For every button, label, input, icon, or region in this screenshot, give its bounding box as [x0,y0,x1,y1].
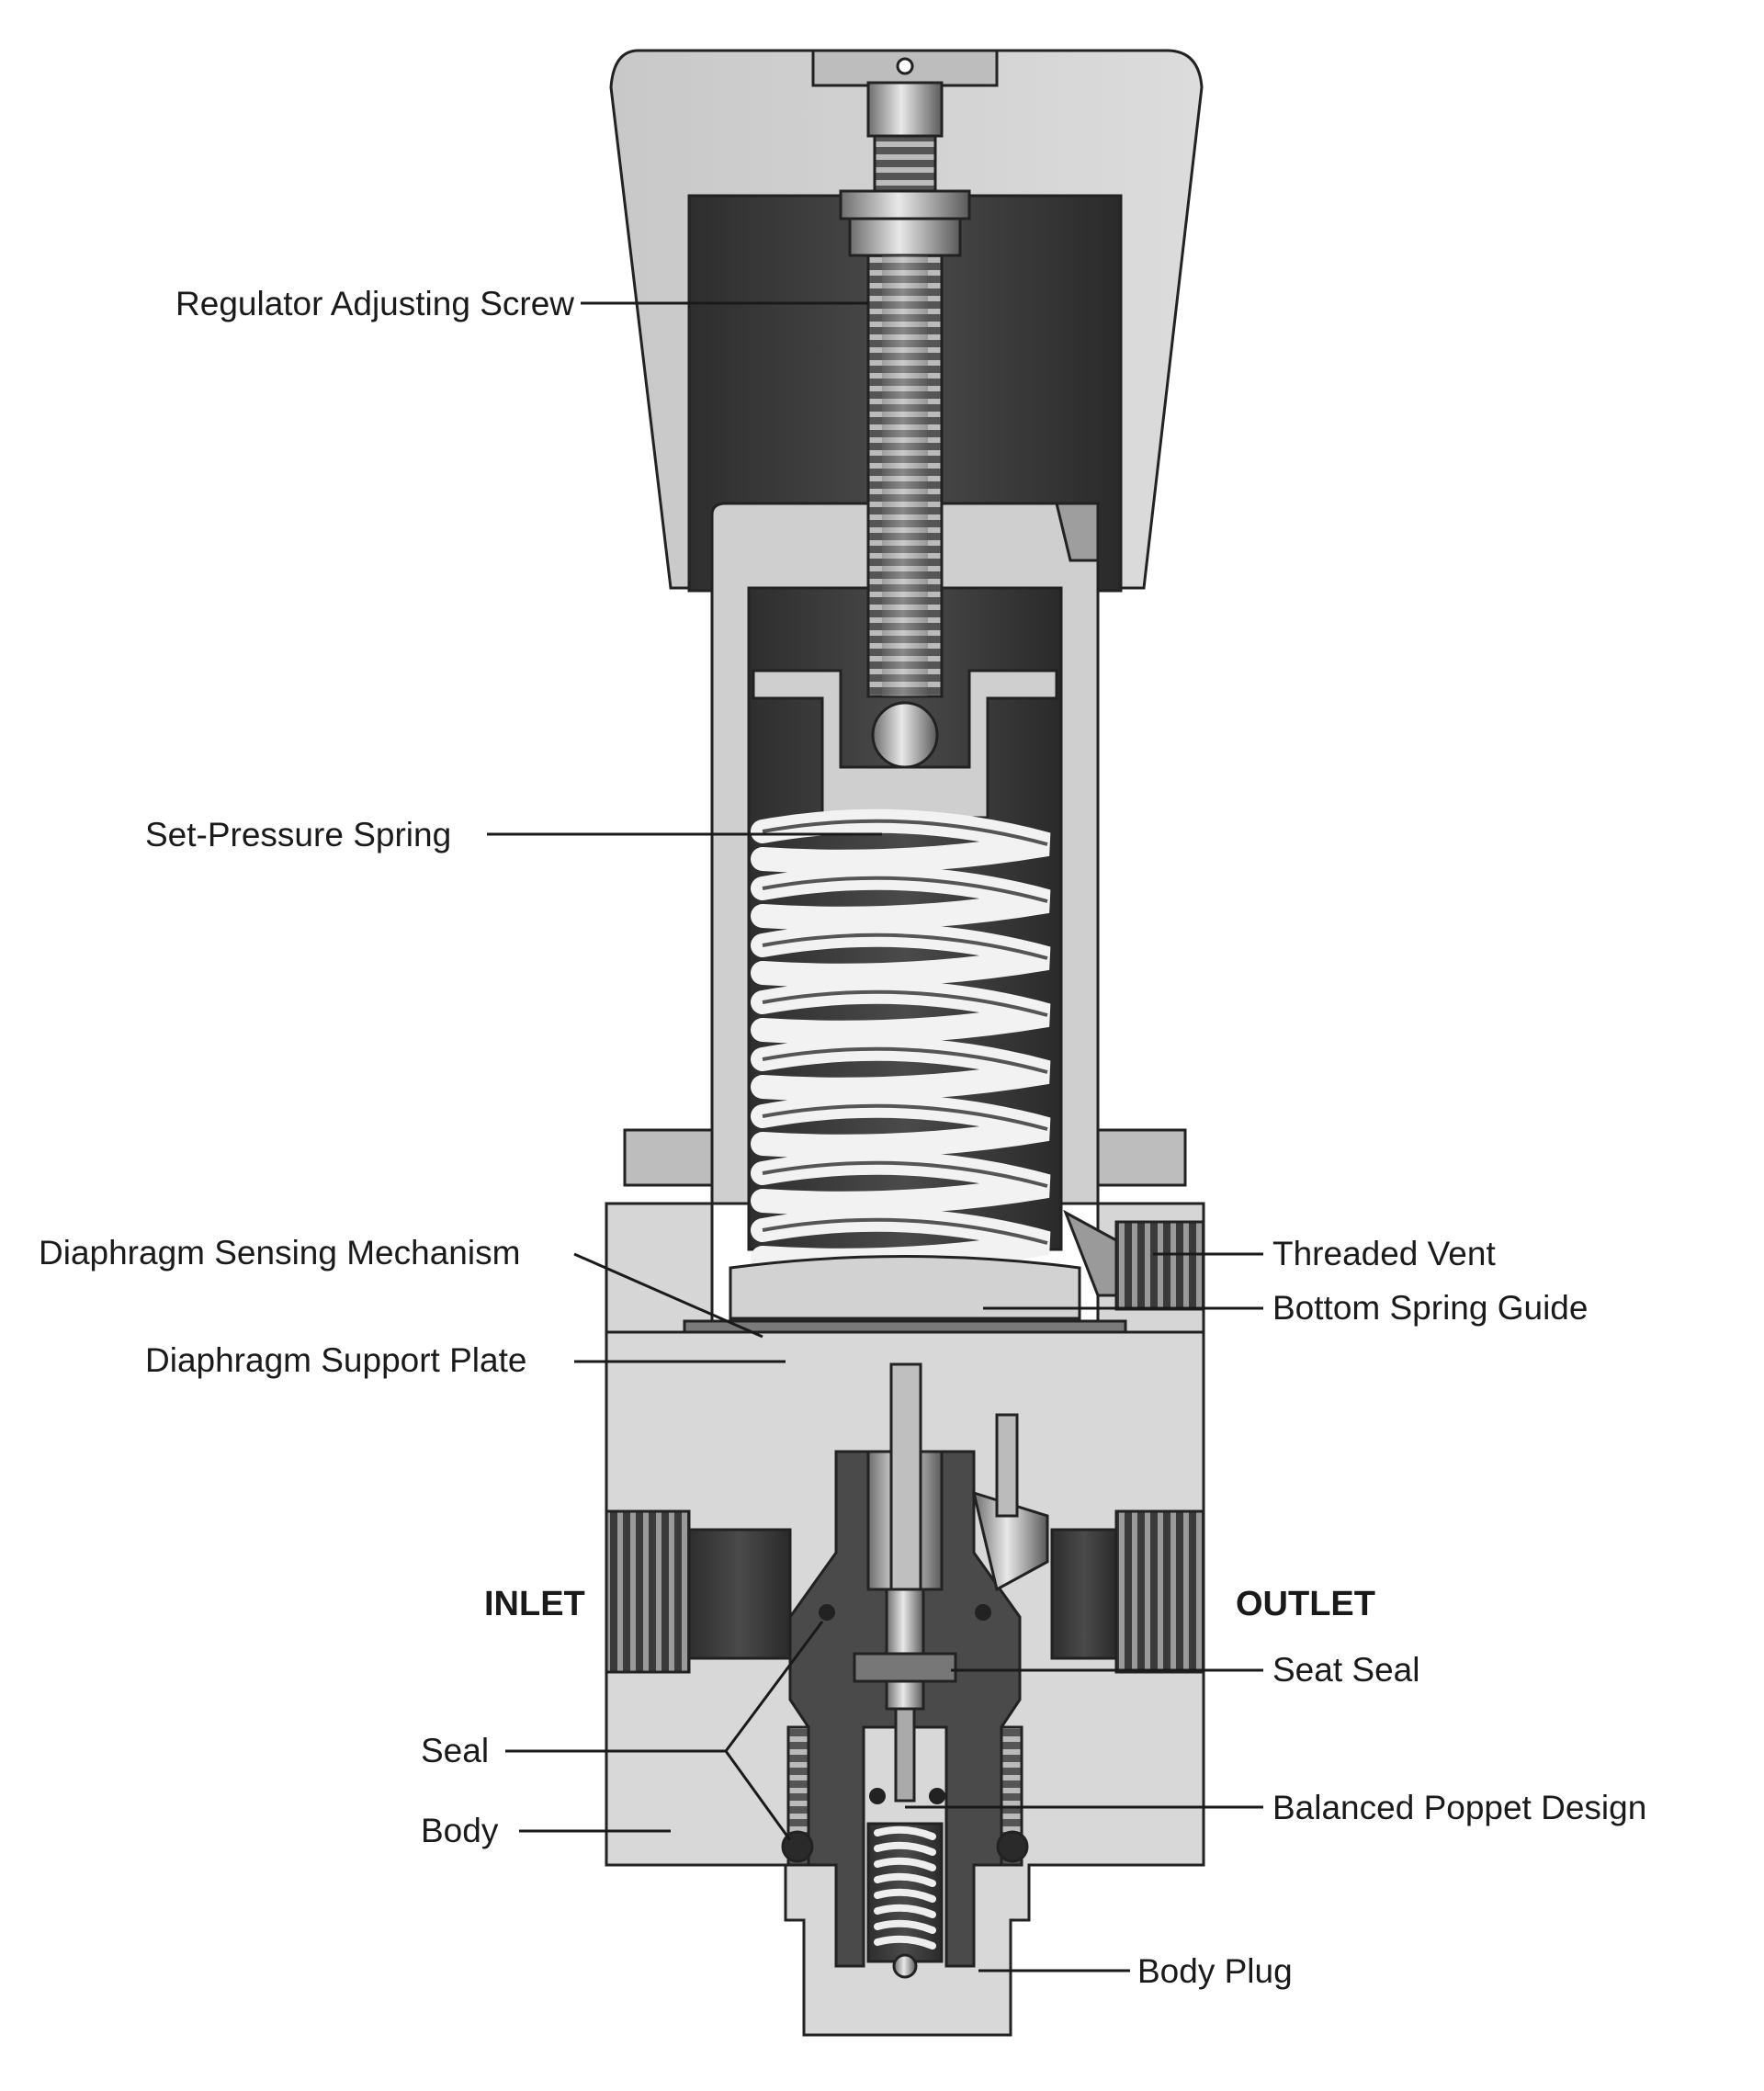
spring-coil-edge [762,989,1048,1017]
label-inlet: INLET [484,1585,585,1623]
plug-spring-coil [874,1935,936,1950]
label-threaded-vent: Threaded Vent [1272,1235,1496,1272]
spring-coil-edge [762,819,1048,846]
plug-spring-coil [874,1888,936,1903]
valve-body [605,1330,1205,2037]
leader-seal-lower [724,1750,792,1841]
label-balanced-poppet: Balanced Poppet Design [1272,1789,1646,1826]
plug-spring-coil [874,1825,936,1840]
label-body: Body [421,1812,499,1849]
plug-spring-coil [874,1872,936,1887]
set-pressure-spring [751,808,1051,1272]
label-outlet: OUTLET [1236,1585,1375,1623]
spring-coil-edge [762,1103,1048,1131]
label-diaphragm-sensing: Diaphragm Sensing Mechanism [39,1234,520,1272]
label-set-pressure-spring: Set-Pressure Spring [145,816,451,853]
plug-spring-coil [874,1857,936,1871]
adjusting-screw [839,81,971,769]
label-body-plug: Body Plug [1137,1952,1293,1990]
leader-diaphragm-sensing [573,1252,763,1339]
plug-spring-coil [874,1904,936,1918]
callout-labels: Regulator Adjusting Screw Set-Pressure S… [39,285,1646,1990]
label-adjusting-screw: Regulator Adjusting Screw [175,285,574,322]
spring-coil-edge [762,1046,1048,1074]
top-spring-button [752,669,1058,819]
label-seat-seal: Seat Seal [1272,1651,1419,1689]
plug-spring-coil [874,1919,936,1934]
plug-spring-coil [874,1841,936,1856]
upper-body [605,1128,1205,1334]
spring-coil-edge [762,932,1048,960]
label-seal: Seal [421,1732,489,1769]
spring-coil-edge [762,1217,1048,1245]
spring-coil-edge [762,876,1048,903]
leader-lines [487,301,1263,1972]
bottom-spring-guide [729,1255,1081,1320]
spring-coil-edge [762,1160,1048,1188]
label-bottom-spring-guide: Bottom Spring Guide [1272,1289,1588,1327]
label-diaphragm-support: Diaphragm Support Plate [145,1341,526,1379]
